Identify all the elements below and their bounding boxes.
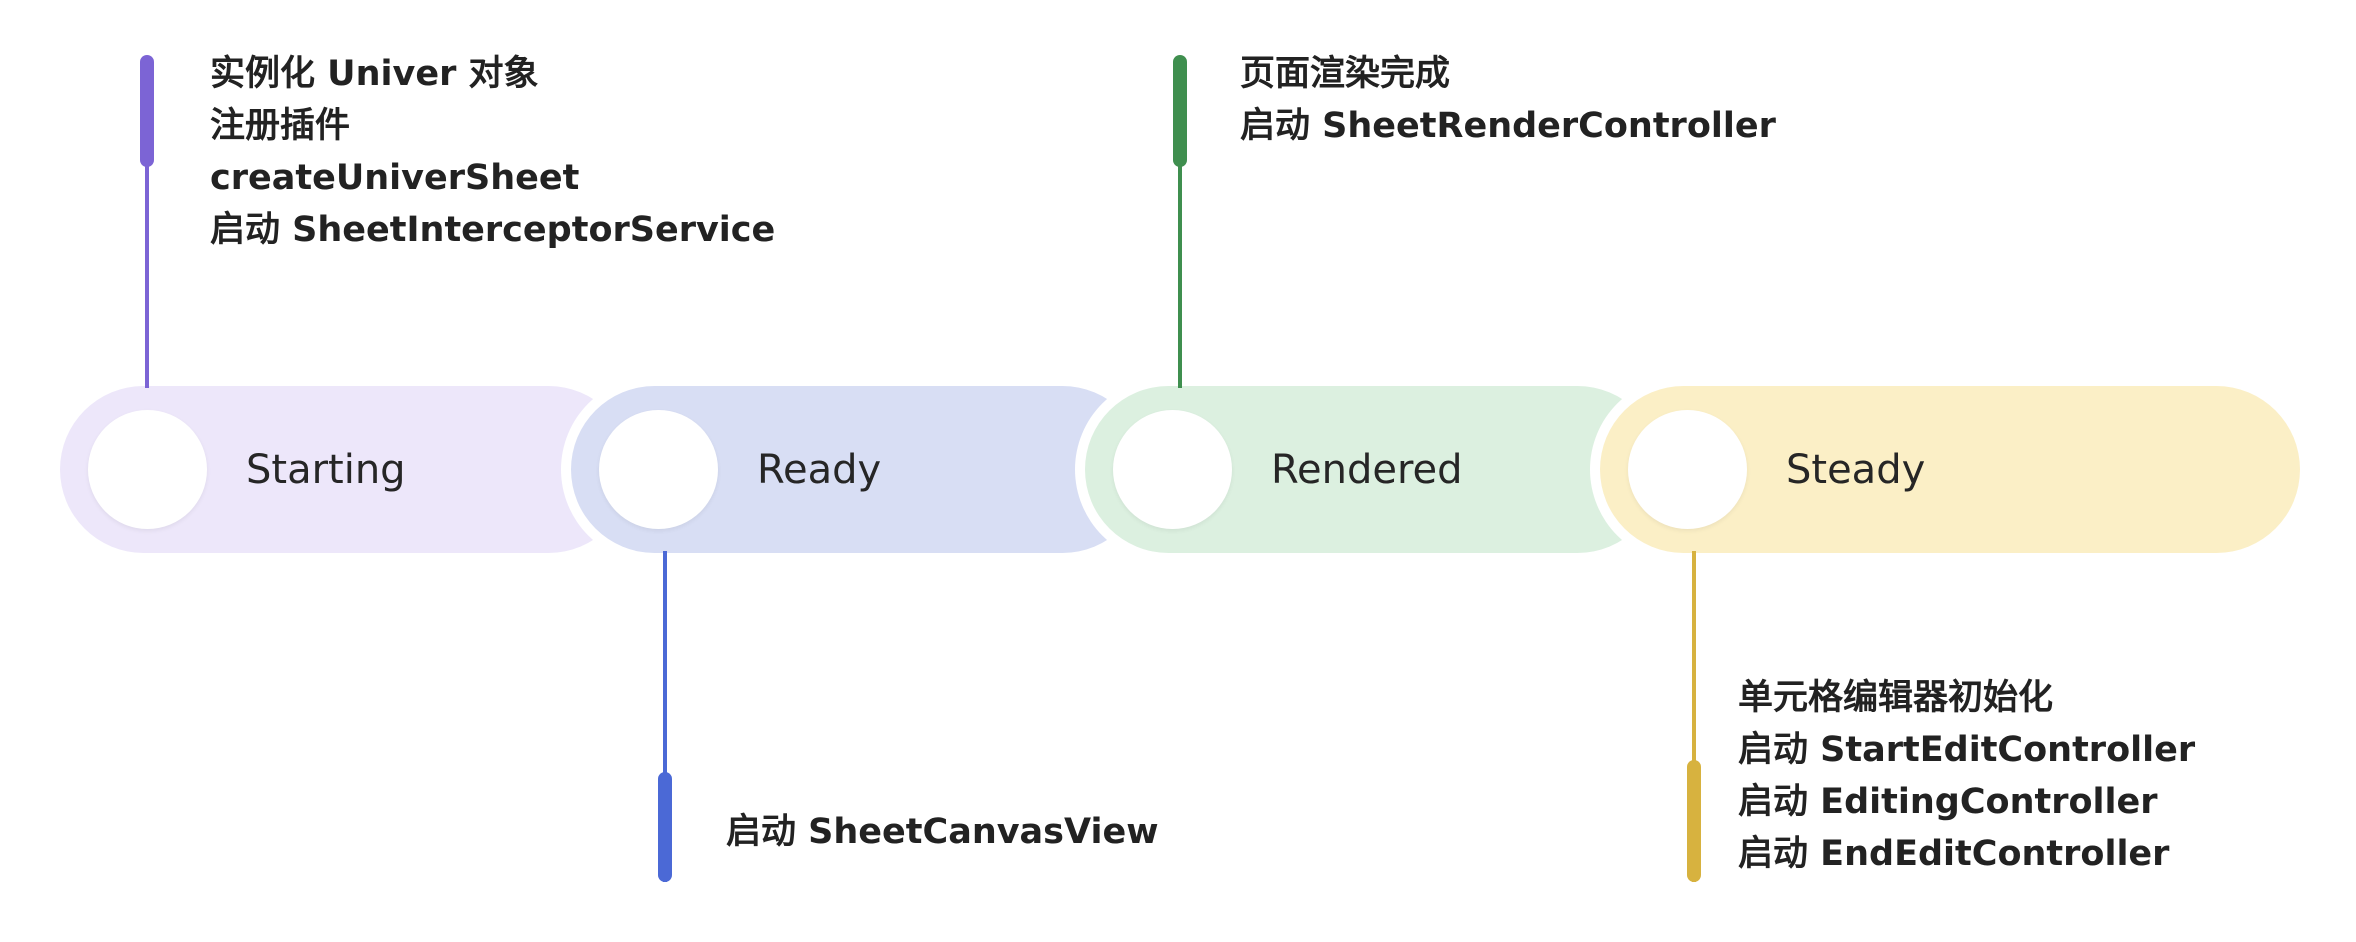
stage-marker-circle xyxy=(88,410,207,529)
connector-line-steady xyxy=(1692,551,1696,882)
annotation-line: 页面渲染完成 xyxy=(1240,54,1451,94)
annotation-line: 启动 StartEditController xyxy=(1738,730,2196,770)
annotation-starting: 实例化 Univer 对象 注册插件 createUniverSheet 启动 … xyxy=(210,48,775,256)
stage-label-steady: Steady xyxy=(1786,446,1926,493)
timeline-stage-starting: Starting xyxy=(60,386,632,553)
connector-cap-steady xyxy=(1687,760,1701,882)
timeline-stage-steady: Steady xyxy=(1600,386,2300,553)
stage-marker-circle xyxy=(599,410,718,529)
connector-cap-starting xyxy=(140,55,154,167)
connector-line-rendered xyxy=(1178,60,1182,388)
annotation-ready: 启动 SheetCanvasView xyxy=(726,806,1159,858)
connector-cap-ready xyxy=(658,772,672,882)
annotation-line: 启动 EditingController xyxy=(1738,782,2158,822)
annotation-line: 启动 SheetInterceptorService xyxy=(210,210,776,250)
stage-label-ready: Ready xyxy=(757,446,882,493)
annotation-line: 启动 SheetCanvasView xyxy=(726,812,1159,852)
annotation-line: createUniverSheet xyxy=(210,158,580,198)
stage-marker-circle xyxy=(1628,410,1747,529)
timeline-stage-ready: Ready xyxy=(571,386,1146,553)
annotation-line: 注册插件 xyxy=(210,106,351,146)
annotation-line: 单元格编辑器初始化 xyxy=(1738,678,2054,718)
annotation-line: 实例化 Univer 对象 xyxy=(210,54,539,94)
stage-marker-circle xyxy=(1113,410,1232,529)
annotation-line: 启动 SheetRenderController xyxy=(1240,106,1776,146)
stage-label-starting: Starting xyxy=(246,446,406,493)
timeline-stage-rendered: Rendered xyxy=(1085,386,1661,553)
connector-line-starting xyxy=(145,60,149,388)
connector-cap-rendered xyxy=(1173,55,1187,167)
annotation-rendered: 页面渲染完成 启动 SheetRenderController xyxy=(1240,48,1776,152)
connector-line-ready xyxy=(663,551,667,882)
stage-label-rendered: Rendered xyxy=(1271,446,1463,493)
annotation-line: 启动 EndEditController xyxy=(1738,834,2170,874)
annotation-steady: 单元格编辑器初始化 启动 StartEditController 启动 Edit… xyxy=(1738,672,2195,880)
